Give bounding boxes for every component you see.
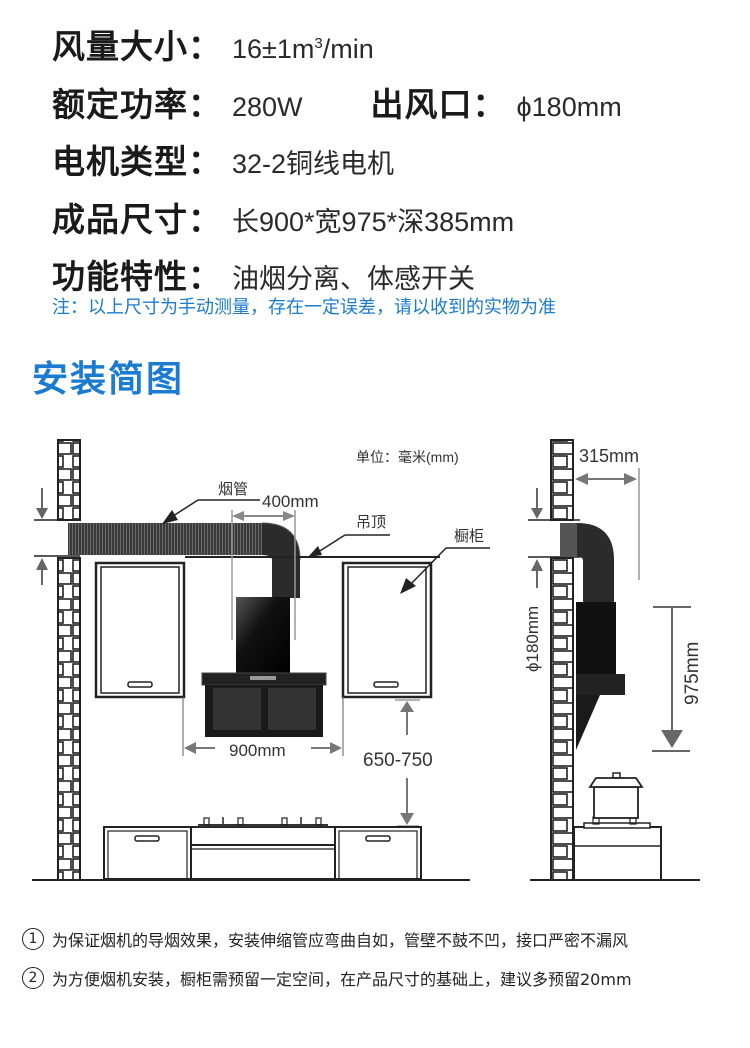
spec-value: 长900*宽975*深385mm	[232, 207, 515, 237]
spec-dimensions: 成品尺寸： 长900*宽975*深385mm	[52, 193, 514, 241]
side-stove	[573, 772, 662, 881]
spec-label: 额定功率：	[52, 85, 222, 124]
install-height-dimension: 650-750	[363, 699, 433, 827]
spec-label: 功能特性：	[52, 257, 222, 296]
footnote-1: 1 为保证烟机的导烟效果，安装伸缩管应弯曲自如，管壁不鼓不凹，接口严密不漏风	[22, 927, 628, 951]
spec-value: 16±1m3/min	[232, 34, 374, 64]
svg-text:橱柜: 橱柜	[454, 528, 484, 545]
spec-airflow: 风量大小： 16±1m3/min	[52, 20, 374, 68]
spec-label: 风量大小：	[52, 27, 222, 66]
footnote-2: 2 为方便烟机安装，橱柜需预留一定空间，在产品尺寸的基础上，建议多预留20mm	[22, 966, 632, 990]
spec-value-outlet: ϕ180mm	[516, 92, 622, 122]
section-title: 安装简图	[32, 359, 185, 400]
spec-features: 功能特性： 油烟分离、体感开关	[52, 250, 475, 298]
hood-width-label: 900mm	[229, 741, 286, 760]
duct-pipe	[68, 522, 301, 598]
spec-label: 电机类型：	[52, 142, 222, 181]
spec-label: 成品尺寸：	[52, 200, 222, 239]
range-hood	[201, 597, 327, 737]
hood-height-dimension: 975mm	[652, 606, 703, 752]
install-height-label: 650-750	[363, 750, 433, 771]
side-duct	[560, 523, 614, 602]
left-upper-cabinet	[94, 561, 186, 699]
spec-value: 油烟分离、体感开关	[232, 264, 475, 294]
spec-value: 32-2铜线电机	[232, 149, 395, 179]
unit-label: 单位：毫米(mm)	[356, 449, 459, 465]
measurement-note: 注：以上尺寸为手动测量，存在一定误差，请以收到的实物为准	[52, 297, 556, 318]
right-upper-cabinet	[341, 561, 433, 699]
duct-offset-dimension: 400mm	[231, 492, 319, 640]
svg-text:吊顶: 吊顶	[356, 514, 386, 531]
svg-text:烟管: 烟管	[218, 481, 248, 498]
side-hood	[576, 602, 625, 750]
side-offset-label: 315mm	[579, 446, 639, 466]
duct-offset-label: 400mm	[262, 492, 319, 511]
side-offset-dimension: 315mm	[575, 446, 640, 580]
spec-value: 280W	[232, 92, 303, 122]
installation-diagram: 400mm 烟管 吊顶 橱柜 单位：毫米(mm)	[0, 420, 750, 900]
spec-power: 额定功率： 280W 出风口： ϕ180mm	[52, 78, 622, 126]
hood-width-dimension: 900mm	[182, 697, 344, 760]
outlet-diameter-label: ϕ180mm	[523, 606, 542, 672]
right-wall	[528, 439, 580, 881]
footnote-text: 为方便烟机安装，橱柜需预留一定空间，在产品尺寸的基础上，建议多预留20mm	[52, 970, 632, 989]
footnote-text: 为保证烟机的导烟效果，安装伸缩管应弯曲自如，管壁不鼓不凹，接口严密不漏风	[52, 931, 629, 950]
cabinet-callout: 橱柜	[400, 528, 490, 594]
circled-number-icon: 2	[22, 967, 44, 989]
left-wall	[34, 439, 81, 881]
base-cabinets	[103, 817, 422, 880]
circled-number-icon: 1	[22, 928, 44, 950]
ceiling-callout: 吊顶	[308, 514, 390, 557]
spec-label-outlet: 出风口：	[370, 85, 507, 124]
hood-height-label: 975mm	[682, 642, 703, 705]
spec-motor: 电机类型： 32-2铜线电机	[52, 135, 394, 183]
duct-callout: 烟管	[162, 481, 260, 524]
